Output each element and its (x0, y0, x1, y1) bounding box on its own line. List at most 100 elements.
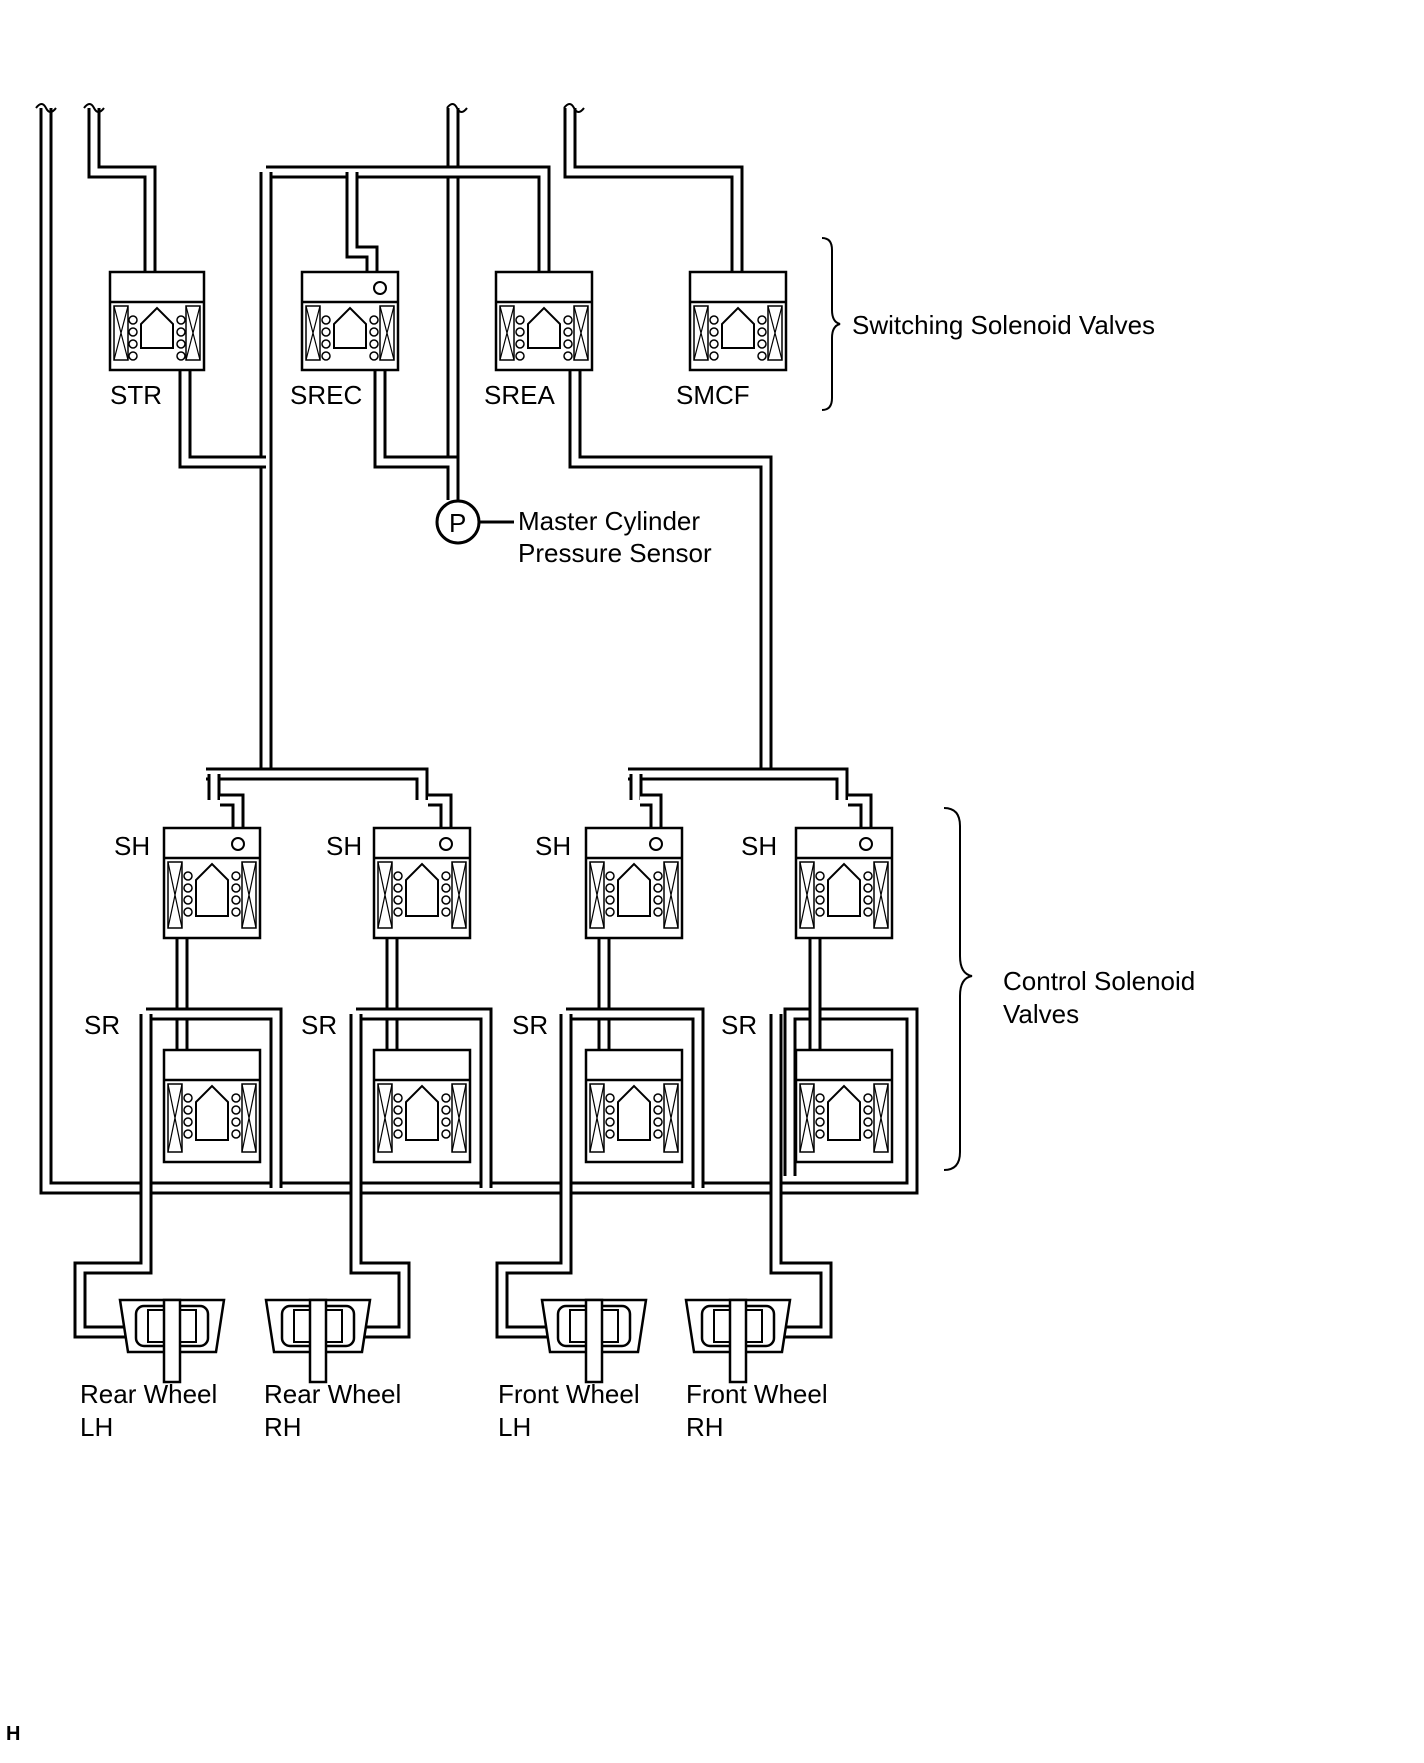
valve-sr-1-spring-l (183, 1129, 193, 1139)
valve-smcf-spring-l (709, 315, 719, 325)
valve-sr-4-spring-l (815, 1129, 825, 1139)
sr-label-3: SR (512, 1010, 548, 1040)
valve-sr-2-spring-r (441, 1093, 451, 1103)
hydraulic-lines (39, 108, 919, 1339)
sensor-label-line2: Pressure Sensor (518, 538, 712, 568)
valve-sr-3-coil-right (663, 1083, 679, 1153)
valve-sh-1 (162, 826, 262, 940)
valve-sr-4-plunger (827, 1084, 861, 1141)
valve-label-smcf: SMCF (676, 380, 750, 410)
valve-str-plunger (140, 306, 174, 349)
valve-sr-2-spring-l (393, 1117, 403, 1127)
valve-sh-2-check-ball (439, 837, 453, 851)
valve-srea-coil-x-right (573, 305, 589, 361)
right-distribution-bore (628, 770, 846, 800)
valve-srea-spring-l (515, 351, 525, 361)
valve-srec-check-ball (373, 281, 387, 295)
valve-sr-3-spring-r (653, 1117, 663, 1127)
valve-srec-spring-l (321, 351, 331, 361)
valve-sr-2-spring-r (441, 1117, 451, 1127)
control-valves-label-line2: Valves (1003, 999, 1079, 1029)
valve-label-str: STR (110, 380, 162, 410)
valve-sr-1-spring-r (231, 1105, 241, 1115)
valve-sh-2-spring-r (441, 907, 451, 917)
rear-rh-line-bore (352, 1014, 408, 1336)
valve-sr-3-spring-r (653, 1105, 663, 1115)
valve-label-srec: SREC (290, 380, 362, 410)
sh-label-4: SH (741, 831, 777, 861)
sh-label-2: SH (326, 831, 362, 861)
valve-sr-4-spring-r (863, 1117, 873, 1127)
str-outlet (178, 370, 266, 469)
valve-sh-3-spring-l (605, 907, 615, 917)
valve-sr-3-spring-r (653, 1129, 663, 1139)
valve-srea-spring-r (563, 339, 573, 349)
valve-smcf-coil-left (693, 305, 709, 361)
front-rh-line-bore (772, 1014, 830, 1336)
valve-srec-spring-l (321, 327, 331, 337)
caliper-front-rh-rod (728, 1298, 748, 1384)
valve-sr-2-plunger (405, 1084, 439, 1141)
valve-sh-1-spring-l (183, 895, 193, 905)
valve-sh-3-spring-l (605, 895, 615, 905)
valve-srec (300, 270, 400, 372)
valve-srec-spring-l (321, 315, 331, 325)
valve-sr-3 (584, 1048, 684, 1164)
valve-sh-1-spring-r (231, 895, 241, 905)
valve-sh-2-coil-x-left (377, 861, 393, 929)
valve-str-spring-r (176, 315, 186, 325)
valve-sr-3-spring-l (605, 1129, 615, 1139)
valve-sh-2-coil-right (451, 861, 467, 929)
valve-sh-4-check-ball (859, 837, 873, 851)
valve-sh-4-plunger (827, 862, 861, 917)
valve-smcf-spring-r (757, 327, 767, 337)
valve-sr-1-spring-l (183, 1093, 193, 1103)
valve-sr-4-coil-left (799, 1083, 815, 1153)
valve-sr-2-coil-left (377, 1083, 393, 1153)
valve-srea-coil-x-left (499, 305, 515, 361)
valve-sh-2-spring-l (393, 883, 403, 893)
valve-sr-2-spring-l (393, 1129, 403, 1139)
sr3-loop-bore (566, 1010, 702, 1188)
valve-sh-2-spring-r (441, 883, 451, 893)
wheel-label-rear-rh-2: RH (264, 1412, 302, 1442)
valve-srea-spring-r (563, 351, 573, 361)
valve-sr-4-coil-right (873, 1083, 889, 1153)
valve-srea-plunger (527, 306, 561, 349)
pressure-sensor-symbol: P (449, 508, 466, 538)
sr1-loop-bore (146, 1010, 280, 1188)
valve-sr-1-coil-x-left (167, 1083, 183, 1153)
valve-sh-1-coil-right (241, 861, 257, 929)
valve-srec-plunger (333, 306, 367, 349)
valve-smcf-plunger (721, 306, 755, 349)
str-outlet-bore (181, 370, 266, 466)
caliper-rear-rh-rod (308, 1298, 328, 1384)
valve-srec-coil-left (305, 305, 321, 361)
valve-sh-1-coil-left (167, 861, 183, 929)
corner-mark: H (6, 1723, 20, 1745)
valve-sh-1-spring-l (183, 871, 193, 881)
caliper-front-lh (540, 1298, 648, 1384)
return-line-bore (42, 108, 916, 1192)
valve-sr-3-spring-l (605, 1117, 615, 1127)
sr2-loop-bore (356, 1010, 490, 1188)
valve-sh-2-plunger (405, 862, 439, 917)
valve-sr-2-spring-r (441, 1105, 451, 1115)
valve-sr-3-coil-left (589, 1083, 605, 1153)
sh-label-1: SH (114, 831, 150, 861)
valve-smcf-spring-l (709, 339, 719, 349)
sr-label-2: SR (301, 1010, 337, 1040)
valve-sr-3-spring-l (605, 1105, 615, 1115)
sh4-bypass-bore (848, 796, 870, 828)
smcf-inlet-bore (566, 108, 741, 272)
rear-lh-line (73, 1014, 153, 1339)
valve-sh-4-spring-l (815, 871, 825, 881)
valve-smcf-spring-r (757, 339, 767, 349)
valve-srec-coil-x-left (305, 305, 321, 361)
wheel-cylinders (118, 1298, 792, 1384)
srea-inlet-bore (266, 168, 548, 272)
valve-srec-coil-right (379, 305, 395, 361)
valve-sh-4-coil-left (799, 861, 815, 929)
valve-srea-coil-right (573, 305, 589, 361)
valve-sh-1-spring-r (231, 883, 241, 893)
